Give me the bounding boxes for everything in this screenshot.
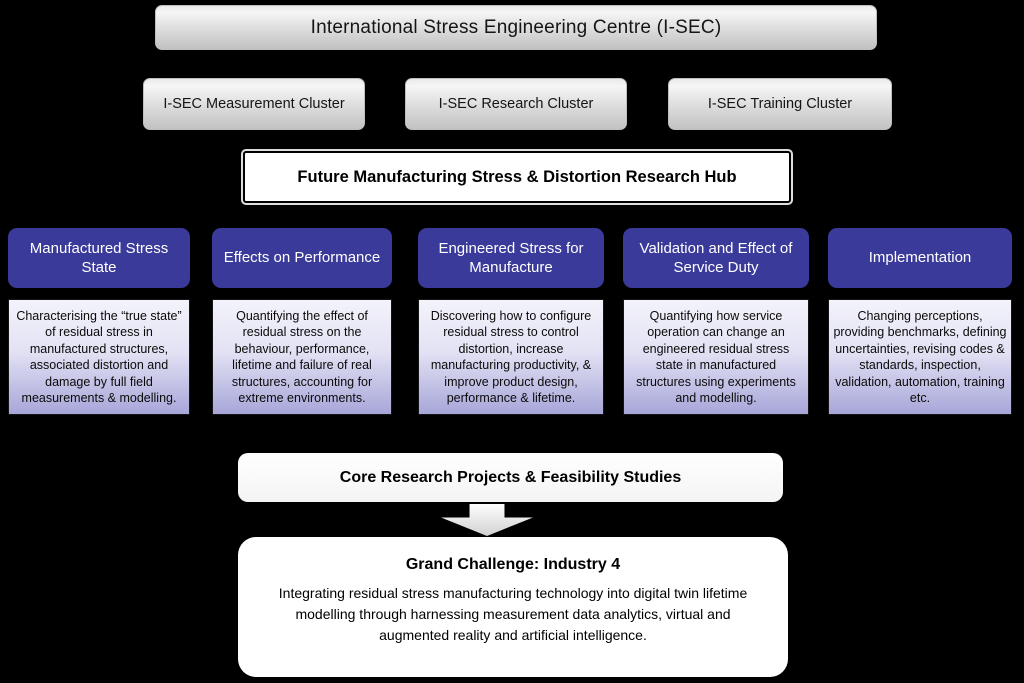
- theme-description-text: Discovering how to configure residual st…: [430, 308, 592, 406]
- grand-challenge-title: Grand Challenge: Industry 4: [405, 556, 621, 573]
- theme-title: Engineered Stress for Manufacture: [438, 239, 584, 277]
- cluster-box-measurement: I-SEC Measurement Cluster: [143, 78, 365, 130]
- theme-header-effects-performance: Effects on Performance: [212, 228, 392, 288]
- theme-column-manufactured-stress: Manufactured Stress State Characterising…: [8, 228, 190, 415]
- theme-header-engineered-stress: Engineered Stress for Manufacture: [418, 228, 604, 288]
- cluster-training-label: I-SEC Training Cluster: [707, 96, 853, 112]
- cluster-box-training: I-SEC Training Cluster: [668, 78, 892, 130]
- theme-column-validation-service-duty: Validation and Effect of Service Duty Qu…: [623, 228, 809, 415]
- grand-challenge-description: Integrating residual stress manufacturin…: [278, 585, 748, 643]
- title-banner: International Stress Engineering Centre …: [155, 5, 877, 50]
- theme-column-effects-performance: Effects on Performance Quantifying the e…: [212, 228, 392, 415]
- theme-header-validation-service-duty: Validation and Effect of Service Duty: [623, 228, 809, 288]
- cluster-measurement-label: I-SEC Measurement Cluster: [163, 96, 345, 112]
- theme-description-implementation: Changing perceptions, providing benchmar…: [828, 299, 1012, 415]
- core-projects-label: Core Research Projects & Feasibility Stu…: [339, 468, 682, 486]
- title-banner-label: International Stress Engineering Centre …: [310, 16, 722, 38]
- theme-column-engineered-stress: Engineered Stress for Manufacture Discov…: [418, 228, 604, 415]
- theme-header-implementation: Implementation: [828, 228, 1012, 288]
- theme-description-text: Quantifying the effect of residual stres…: [231, 308, 373, 406]
- down-arrow-icon: [441, 504, 533, 536]
- grand-challenge-card: Grand Challenge: Industry 4 Integrating …: [238, 537, 788, 677]
- research-hub-banner: Future Manufacturing Stress & Distortion…: [243, 151, 791, 203]
- theme-title: Manufactured Stress State: [29, 239, 169, 277]
- theme-description-manufactured-stress: Characterising the “true state” of resid…: [8, 299, 190, 415]
- theme-description-engineered-stress: Discovering how to configure residual st…: [418, 299, 604, 415]
- cluster-research-label: I-SEC Research Cluster: [438, 96, 594, 112]
- core-projects-banner: Core Research Projects & Feasibility Stu…: [238, 453, 783, 502]
- theme-header-manufactured-stress: Manufactured Stress State: [8, 228, 190, 288]
- theme-description-text: Quantifying how service operation can ch…: [636, 308, 796, 406]
- theme-description-effects-performance: Quantifying the effect of residual stres…: [212, 299, 392, 415]
- theme-description-text: Characterising the “true state” of resid…: [16, 308, 182, 406]
- cluster-box-research: I-SEC Research Cluster: [405, 78, 627, 130]
- theme-column-implementation: Implementation Changing perceptions, pro…: [828, 228, 1012, 415]
- theme-title: Validation and Effect of Service Duty: [639, 239, 793, 277]
- theme-description-validation-service-duty: Quantifying how service operation can ch…: [623, 299, 809, 415]
- theme-title: Implementation: [868, 249, 972, 267]
- theme-description-text: Changing perceptions, providing benchmar…: [833, 308, 1007, 406]
- research-hub-label: Future Manufacturing Stress & Distortion…: [297, 167, 737, 186]
- theme-title: Effects on Performance: [223, 249, 381, 267]
